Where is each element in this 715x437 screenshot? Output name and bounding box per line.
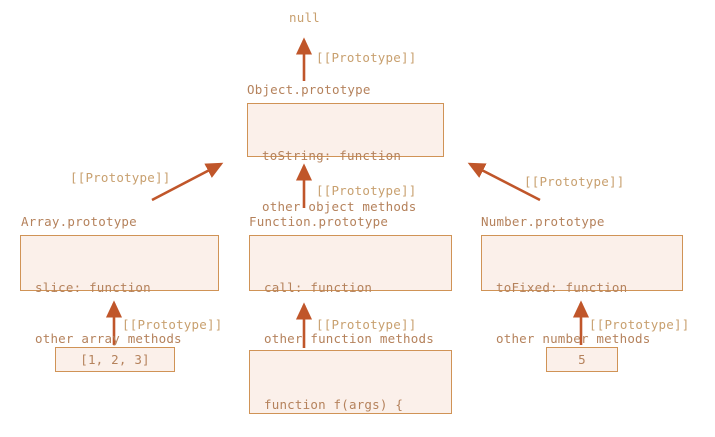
array-literal-value: [1, 2, 3] [80,352,150,367]
function-prototype-title: Function.prototype [249,214,389,229]
edge-label-array-proto-to-object-proto: [[Prototype]] [70,170,171,185]
edge-label-object-to-null: [[Prototype]] [316,50,417,65]
object-prototype-title: Object.prototype [247,82,371,97]
number-literal-box[interactable]: 5 [546,347,618,372]
function-literal-line-1: function f(args) { [264,397,404,412]
array-literal-box[interactable]: [1, 2, 3] [55,347,175,372]
number-prototype-line-2: other number methods [496,331,651,346]
object-prototype-line-2: other object methods [262,199,417,214]
array-prototype-line-2: other array methods [35,331,182,346]
array-prototype-line-1: slice: function [35,280,151,295]
function-literal-box[interactable]: function f(args) { ... } [249,350,452,414]
array-prototype-box[interactable]: slice: function other array methods [20,235,219,346]
function-prototype-line-2: other function methods [264,331,434,346]
edge-label-function-literal-to-function-proto: [[Prototype]] [316,317,417,332]
number-prototype-box[interactable]: toFixed: function other number methods [481,235,683,346]
function-prototype-box[interactable]: call: function other function methods [249,235,452,346]
null-terminal-label: null [289,10,320,25]
number-prototype-title: Number.prototype [481,214,605,229]
number-literal-value: 5 [578,352,586,367]
edge-label-array-literal-to-array-proto: [[Prototype]] [122,317,223,332]
object-prototype-line-1: toString: function [262,148,402,163]
function-prototype-line-1: call: function [264,280,373,295]
edge-label-number-literal-to-number-proto: [[Prototype]] [589,317,690,332]
number-prototype-line-1: toFixed: function [496,280,628,295]
edge-label-number-proto-to-object-proto: [[Prototype]] [524,174,625,189]
object-prototype-box[interactable]: toString: function other object methods [247,103,444,214]
edge-label-function-proto-to-object-proto: [[Prototype]] [316,183,417,198]
array-prototype-title: Array.prototype [21,214,137,229]
